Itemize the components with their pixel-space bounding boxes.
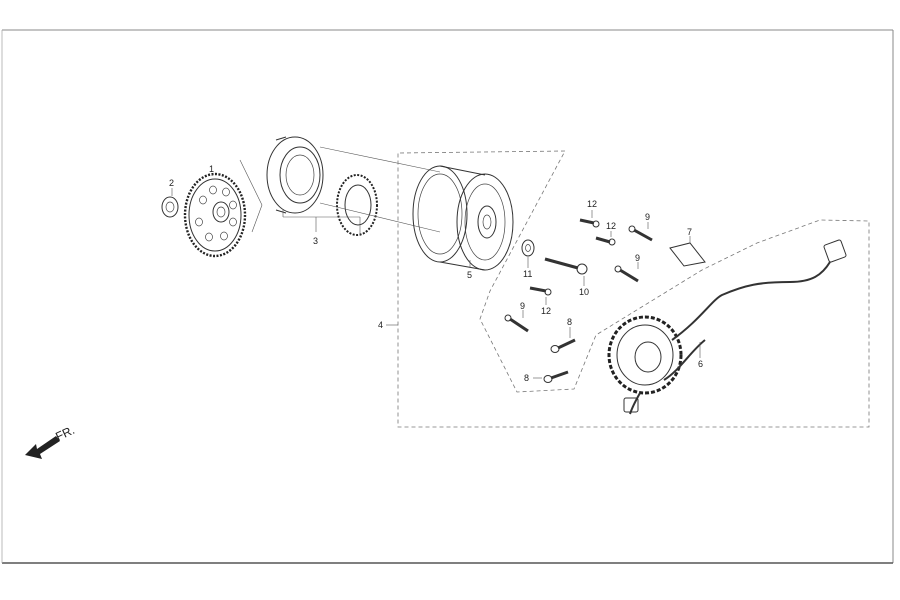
flywheel-rotor-part-5	[412, 165, 514, 271]
bolt-part-9c	[504, 310, 529, 333]
bolt-part-12b	[595, 231, 616, 246]
stator-coil-part-6	[607, 239, 847, 415]
callout-5: 5	[467, 270, 472, 280]
wire-clamp-part-7	[669, 236, 706, 267]
bolt-part-8b	[533, 370, 569, 383]
callout-9-bottom: 9	[520, 301, 525, 311]
bolt-part-10	[544, 257, 588, 286]
bolt-part-9b	[614, 262, 639, 283]
callout-9-top: 9	[645, 212, 650, 222]
bolt-part-9a	[628, 222, 653, 242]
callout-9-middle: 9	[635, 253, 640, 263]
bolt-part-8a	[550, 327, 576, 353]
assembly-outline-part-4	[386, 150, 870, 428]
starter-gear-part-1	[183, 159, 263, 258]
callout-6: 6	[698, 359, 703, 369]
callout-12-top: 12	[587, 199, 597, 209]
callout-11: 11	[523, 269, 532, 279]
callout-1: 1	[209, 164, 214, 174]
callout-10: 10	[579, 287, 589, 297]
bolt-part-12a	[579, 210, 600, 228]
callout-12-middle: 12	[606, 221, 616, 231]
starter-clutch-part-3	[266, 136, 441, 236]
callout-12-bottom: 12	[541, 306, 551, 316]
washer-part-11	[521, 239, 535, 268]
direction-label: FR.	[53, 423, 76, 444]
washer-part-2	[161, 188, 179, 218]
bolt-part-12c	[529, 286, 552, 305]
page-frame	[1, 29, 894, 564]
callout-2: 2	[169, 178, 174, 188]
callout-7: 7	[687, 227, 692, 237]
callout-8-lower: 8	[524, 373, 529, 383]
callout-4: 4	[378, 320, 383, 330]
callout-3: 3	[313, 236, 318, 246]
callout-8-upper: 8	[567, 317, 572, 327]
front-direction-arrow-icon	[25, 436, 60, 459]
